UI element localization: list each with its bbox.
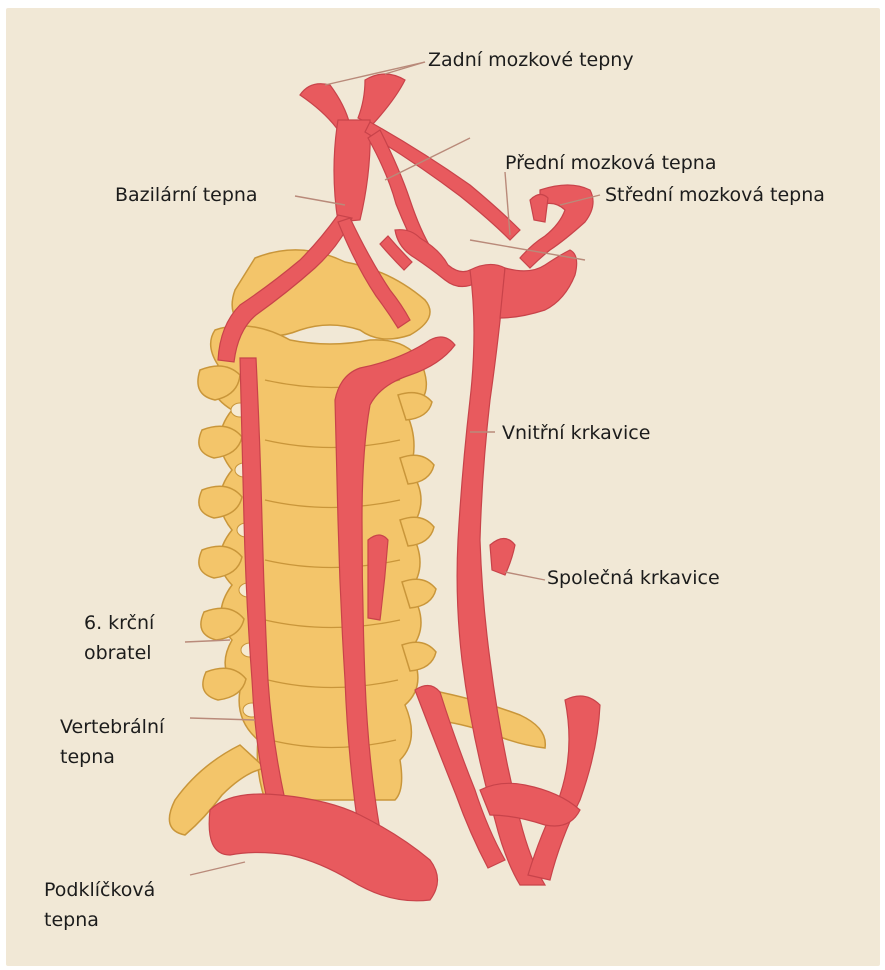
label-text-line2: tepna (44, 905, 155, 935)
label-middle-cerebral-artery: Střední mozková tepna (605, 180, 825, 210)
label-anterior-cerebral-artery: Přední mozková tepna (505, 148, 717, 178)
label-text: Bazilární tepna (115, 180, 258, 210)
label-text-line1: Vertebrální (60, 712, 164, 742)
label-text-line1: 6. krční (84, 608, 154, 638)
label-sixth-cervical-vertebra: 6. krční obratel (84, 608, 154, 668)
label-text-line2: tepna (60, 742, 164, 772)
label-basilar-artery: Bazilární tepna (115, 180, 258, 210)
label-internal-carotid: Vnitřní krkavice (502, 418, 650, 448)
label-text: Společná krkavice (547, 563, 720, 593)
label-vertebral-artery: Vertebrální tepna (60, 712, 164, 772)
label-common-carotid: Společná krkavice (547, 563, 720, 593)
label-text: Přední mozková tepna (505, 148, 717, 178)
label-subclavian-artery: Podklíčková tepna (44, 875, 155, 935)
label-text-line1: Podklíčková (44, 875, 155, 905)
label-posterior-cerebral-arteries: Zadní mozkové tepny (428, 45, 634, 75)
label-text-line2: obratel (84, 638, 154, 668)
label-text: Střední mozková tepna (605, 180, 825, 210)
label-text: Zadní mozkové tepny (428, 45, 634, 75)
label-text: Vnitřní krkavice (502, 418, 650, 448)
